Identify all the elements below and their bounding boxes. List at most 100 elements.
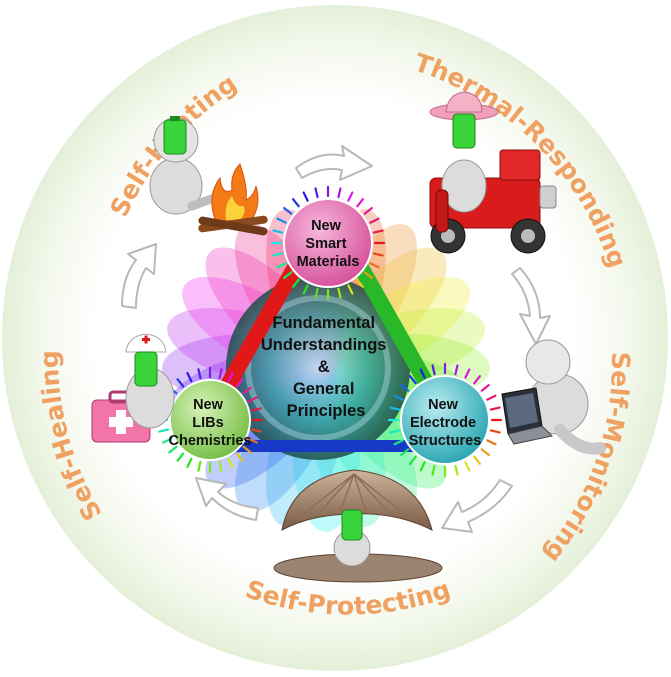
node-ray	[168, 445, 178, 454]
node-ray	[369, 262, 380, 269]
node-ray	[197, 368, 202, 380]
node-ray	[291, 198, 300, 208]
curved-arrow-icon	[441, 479, 513, 533]
node-ray	[454, 464, 459, 476]
node-ray	[356, 278, 365, 288]
node-ray	[408, 455, 417, 465]
laptop-icon	[501, 387, 554, 445]
node-ray	[272, 229, 284, 234]
node-ray	[431, 464, 436, 476]
node-ray	[464, 461, 471, 472]
node-ray	[314, 187, 319, 199]
node-right-line-3: Structures	[409, 433, 482, 449]
node-ray	[302, 191, 309, 202]
shell-ridges	[295, 473, 413, 521]
node-ray	[454, 364, 459, 376]
battery-face-icon	[134, 351, 158, 387]
node-ray	[489, 429, 501, 434]
node-ray	[276, 262, 287, 269]
sun-hat-crown	[445, 91, 483, 113]
node-top-line-1: New	[311, 218, 342, 234]
node-ray	[400, 448, 410, 457]
node-ray	[227, 372, 234, 383]
node-ray	[408, 375, 417, 385]
fire-log	[198, 216, 268, 236]
shell-top	[281, 469, 433, 531]
node-ray	[473, 375, 482, 385]
node-ray	[235, 378, 244, 388]
node-ray	[197, 460, 202, 472]
node-top-line-3: Materials	[297, 254, 360, 270]
node-ray	[283, 206, 293, 215]
node-new-electrode-structures	[400, 375, 490, 465]
node-ray	[235, 452, 244, 462]
node-ray	[464, 368, 471, 379]
node-ray	[162, 437, 173, 444]
node-ray	[337, 287, 342, 299]
center-text: Fundamental Understandings & General Pri…	[261, 314, 391, 420]
truck-headlight	[539, 185, 557, 209]
node-ray	[218, 460, 223, 472]
node-ray	[186, 372, 193, 383]
node-ray	[272, 252, 284, 257]
truck-hub	[521, 229, 535, 243]
figure-thermal-responding	[429, 91, 557, 254]
node-ray	[486, 394, 497, 401]
node-ray	[419, 368, 426, 379]
battery-face-icon	[452, 113, 476, 149]
node-ray	[480, 448, 490, 457]
node-ray	[347, 191, 354, 202]
battery-cap	[170, 116, 180, 121]
node-ray	[302, 284, 309, 295]
node-ray	[486, 439, 497, 446]
nurse-cross-v	[144, 335, 148, 344]
center-line-3: &	[318, 358, 330, 376]
figure-self-heating	[149, 116, 268, 236]
figure-body	[441, 159, 487, 213]
node-ray	[347, 284, 354, 295]
center-line-2: Understandings	[261, 336, 387, 354]
figure-arm	[187, 193, 219, 211]
seashell-icon	[273, 469, 443, 583]
node-top-line-2: Smart	[305, 236, 346, 252]
node-right-text: New Electrode Structures	[409, 397, 482, 449]
node-ray	[393, 394, 404, 401]
figure-leg	[554, 424, 606, 455]
curved-arrow-icon	[511, 267, 551, 345]
node-ray	[431, 364, 436, 376]
node-ray	[400, 383, 410, 392]
node-left-line-3: Chemistries	[168, 433, 251, 449]
node-ray	[389, 406, 401, 411]
node-ray	[291, 278, 300, 288]
node-left-line-1: New	[193, 397, 224, 413]
node-ray	[419, 461, 426, 472]
node-left-line-2: LIBs	[192, 415, 223, 431]
node-ray	[489, 406, 501, 411]
node-ray	[247, 437, 258, 444]
node-ray	[356, 198, 365, 208]
node-ray	[363, 271, 373, 280]
node-ray	[369, 217, 380, 224]
laptop-base	[507, 425, 554, 445]
node-ray	[247, 396, 258, 403]
globe-ring	[245, 295, 391, 441]
node-ray	[473, 455, 482, 465]
node-top-text: New Smart Materials	[297, 218, 360, 270]
figure-self-monitoring	[501, 339, 606, 455]
center-line-4: General	[293, 380, 354, 398]
node-ray	[250, 428, 262, 433]
node-ray	[283, 271, 293, 280]
node-new-smart-materials	[283, 198, 373, 288]
figure-self-healing	[91, 333, 175, 443]
node-ray	[250, 407, 262, 412]
truck-hub	[441, 229, 455, 243]
truck-cab	[499, 149, 541, 181]
battery-face-icon	[163, 119, 187, 155]
figure-head	[525, 339, 571, 385]
node-rays	[156, 185, 503, 478]
curved-arrow-icon	[195, 477, 259, 521]
curved-arrow-icon	[295, 145, 373, 181]
node-right-line-1: New	[428, 397, 459, 413]
